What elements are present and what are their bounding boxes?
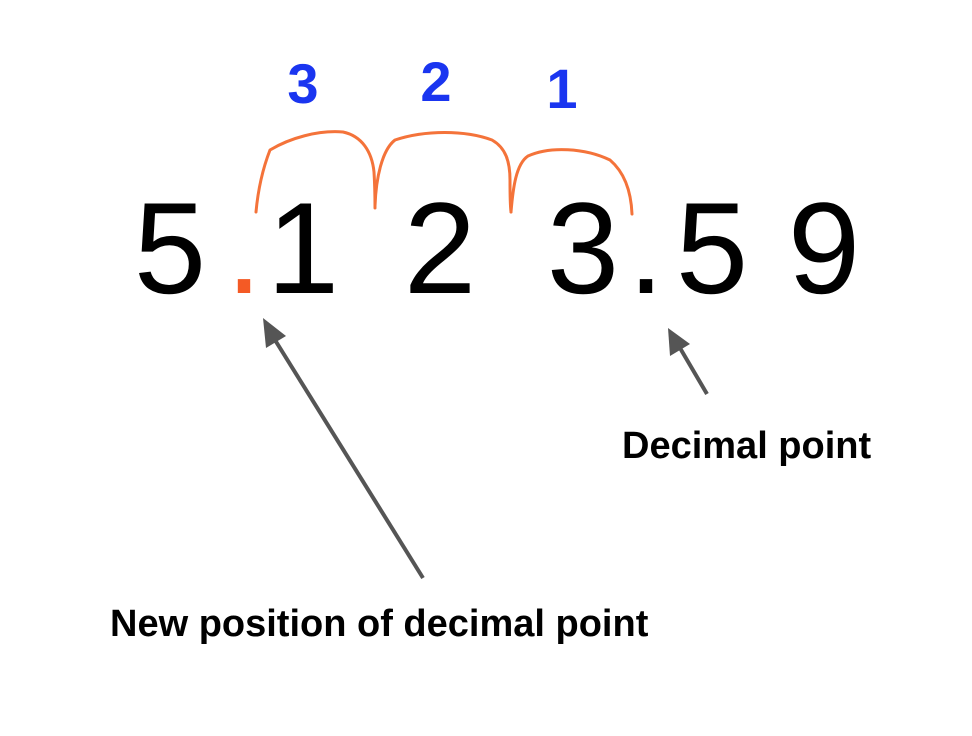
hop-arcs [254, 130, 634, 216]
hop-arc-1 [509, 148, 634, 216]
old-decimal-point: . [628, 175, 664, 321]
old-point-arrow [668, 328, 709, 396]
new-decimal-point: . [226, 175, 262, 321]
digit-5: 5 [134, 175, 206, 321]
hop-arc-3 [254, 130, 377, 214]
new-position-label: New position of decimal point [110, 603, 649, 645]
step-label-2: 2 [420, 50, 451, 113]
new-point-arrow [263, 318, 425, 580]
step-label-3: 3 [287, 52, 318, 115]
step-label-1: 1 [546, 57, 577, 120]
hop-arc-2 [373, 131, 513, 214]
digit-9: 9 [788, 175, 860, 321]
digit-1: 1 [267, 175, 339, 321]
decimal-point-label: Decimal point [622, 425, 871, 467]
digit-3: 3 [547, 175, 619, 321]
digit-2: 2 [404, 175, 476, 321]
digit-5-tenths: 5 [676, 175, 748, 321]
